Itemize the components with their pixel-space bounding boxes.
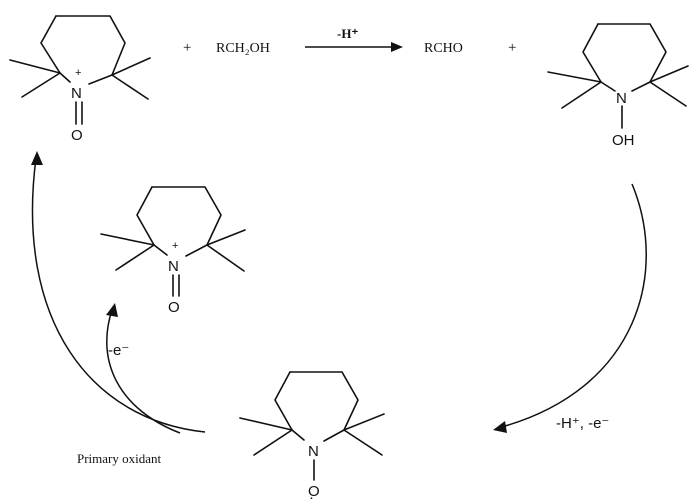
c-n-bond-left	[153, 244, 168, 256]
methyl-bond	[115, 244, 155, 271]
arrow-label: -H⁺	[337, 26, 358, 41]
oxygen-atom: O	[168, 299, 180, 316]
positive-charge: +	[75, 67, 81, 79]
nitrogen-atom: N	[71, 85, 82, 102]
methyl-bond	[206, 229, 246, 246]
c-n-bond-right	[88, 74, 113, 85]
methyl-bond	[239, 417, 293, 431]
primary-oxidant-label: Primary oxidant	[77, 451, 162, 466]
c-n-bond-left	[59, 72, 71, 83]
methyl-bond	[343, 429, 383, 456]
c-n-bond-left	[600, 81, 616, 92]
nitrogen-atom: N	[616, 90, 627, 107]
oxygen-atom: O	[308, 483, 320, 500]
ring-bonds	[597, 23, 667, 83]
methyl-bond	[9, 59, 61, 74]
oxidant-arrow	[106, 303, 181, 434]
oxoammonium-middle: N + O	[100, 186, 246, 316]
c-n-bond-right	[631, 81, 651, 92]
methyl-bond	[111, 57, 151, 76]
left-cycle-arrow	[31, 151, 206, 433]
right-cycle-arrow	[493, 183, 647, 433]
minus-electron-label: -e⁻	[108, 342, 129, 359]
c-n-bond-right	[185, 244, 208, 257]
ring-bonds	[55, 15, 126, 76]
ring-bonds	[289, 371, 359, 431]
minus-proton-electron-label: -H⁺, -e⁻	[556, 415, 609, 432]
ring-bonds-left	[136, 186, 155, 246]
ring-bonds	[151, 186, 222, 246]
hydroxyl-group: OH	[612, 132, 635, 149]
positive-charge: +	[172, 240, 178, 252]
methyl-bond	[253, 429, 293, 456]
oxygen-atom: O	[71, 127, 83, 144]
product-aldehyde: RCHO	[424, 41, 463, 56]
plus-sign: +	[508, 40, 516, 56]
c-n-bond-right	[323, 429, 345, 442]
methyl-bond	[206, 244, 245, 272]
nitroxyl-radical-bottom: N O ·	[239, 371, 385, 502]
methyl-bond	[649, 65, 689, 83]
forward-arrow	[305, 42, 403, 52]
hydroxylamine-top-right: N OH	[547, 23, 689, 149]
ring-bonds-left	[274, 371, 293, 431]
methyl-bond	[547, 71, 602, 83]
methyl-bond	[561, 81, 602, 109]
methyl-bond	[649, 81, 687, 107]
ring-bonds-left	[40, 15, 61, 74]
oxoammonium-top-left: N + O	[9, 15, 151, 144]
methyl-bond	[100, 233, 155, 246]
radical-dot: ·	[309, 489, 314, 502]
reactant-alcohol: RCH₂OH	[216, 41, 270, 56]
nitrogen-atom: N	[168, 258, 179, 275]
c-n-bond-left	[291, 429, 305, 441]
methyl-bond	[111, 74, 149, 100]
methyl-bond	[343, 413, 385, 431]
ring-bonds-left	[582, 23, 602, 83]
nitrogen-atom: N	[308, 443, 319, 460]
plus-sign: +	[183, 40, 191, 56]
methyl-bond	[21, 72, 61, 98]
